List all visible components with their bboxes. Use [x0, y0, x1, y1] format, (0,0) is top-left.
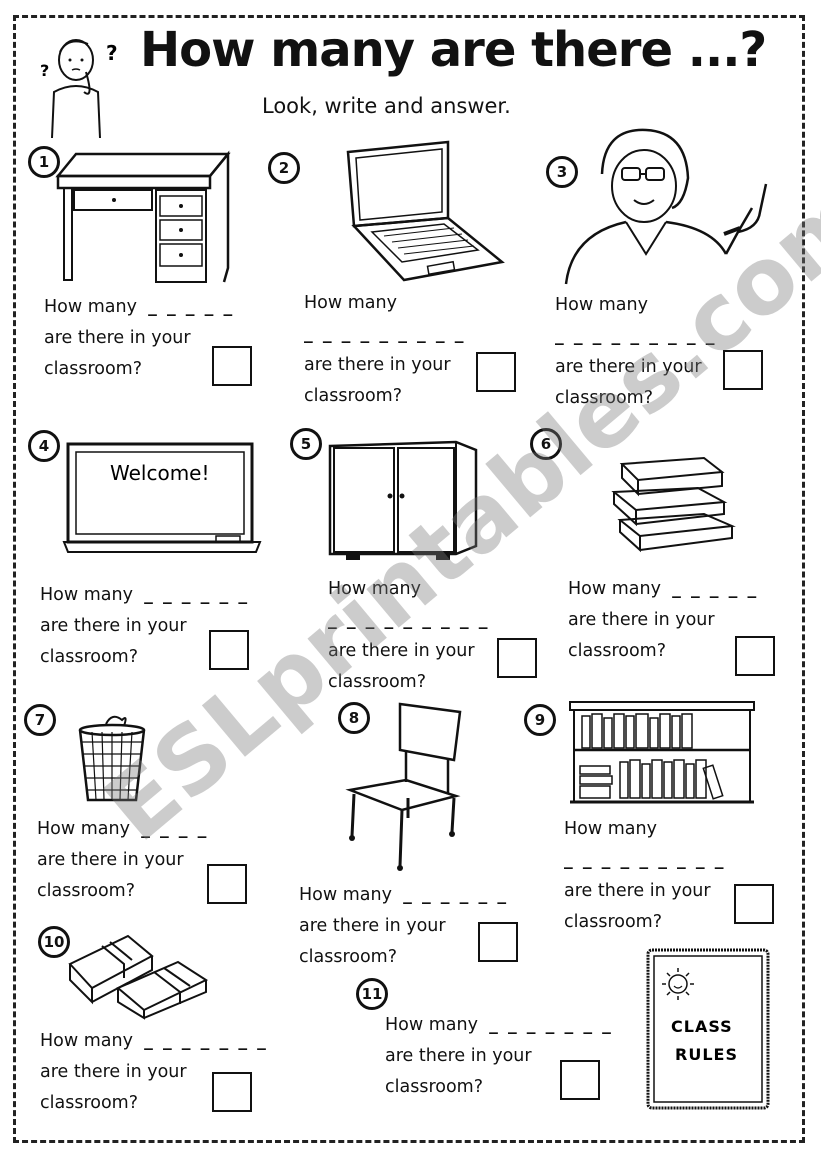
question-3-line1: How many	[555, 295, 648, 315]
answer-blank-5[interactable]: _ _ _ _ _ _ _ _ _	[328, 610, 490, 630]
question-10-line1: How many	[40, 1031, 133, 1051]
question-1-line3: classroom?	[44, 359, 143, 379]
books-icon	[611, 456, 736, 553]
item-number-8: 8	[338, 702, 370, 734]
answer-blank-2[interactable]: _ _ _ _ _ _ _ _ _	[304, 324, 466, 344]
item-number-11: 11	[356, 978, 388, 1010]
bookshelf-icon	[569, 701, 755, 804]
question-3: How many _ _ _ _ _ _ _ _ _ are there in …	[555, 290, 717, 414]
question-11-line1: How many	[385, 1015, 478, 1035]
item-number-2: 2	[268, 152, 300, 184]
question-9-line2: are there in your	[564, 881, 711, 901]
item-number-7: 7	[24, 704, 56, 736]
item-number-10: 10	[38, 926, 70, 958]
svg-text:CLASS: CLASS	[671, 1017, 733, 1036]
question-8-line3: classroom?	[299, 947, 398, 967]
bin-icon	[78, 715, 146, 802]
answer-box-2[interactable]	[476, 352, 516, 392]
question-6-line1: How many	[568, 579, 661, 599]
poster-icon: CLASS RULES	[646, 948, 770, 1110]
board-text: Welcome!	[110, 461, 210, 485]
answer-blank-8[interactable]: _ _ _ _ _ _	[403, 885, 509, 905]
answer-box-11[interactable]	[560, 1060, 600, 1100]
question-7-line3: classroom?	[37, 881, 136, 901]
chair-icon	[345, 702, 462, 871]
worksheet-border	[13, 15, 805, 1143]
question-5-line3: classroom?	[328, 672, 427, 692]
item-number-3: 3	[546, 156, 578, 188]
answer-blank-7[interactable]: _ _ _ _	[141, 819, 209, 839]
answer-blank-1[interactable]: _ _ _ _ _	[148, 297, 235, 317]
item-number-1: 1	[28, 146, 60, 178]
board-icon: Welcome!	[62, 442, 262, 553]
answer-box-7[interactable]	[207, 864, 247, 904]
desk-icon	[55, 150, 231, 283]
question-5: How many _ _ _ _ _ _ _ _ _ are there in …	[328, 574, 490, 698]
question-7: How many _ _ _ _ are there in your class…	[37, 814, 208, 907]
svg-text:RULES: RULES	[675, 1045, 738, 1064]
rubber-icon	[68, 934, 209, 1020]
answer-box-6[interactable]	[735, 636, 775, 676]
question-11: How many _ _ _ _ _ _ _ are there in your…	[385, 1010, 613, 1103]
question-10-line3: classroom?	[40, 1093, 139, 1113]
worksheet-title: How many are there ...?	[140, 22, 767, 78]
item-number-4: 4	[28, 430, 60, 462]
question-2-line3: classroom?	[304, 386, 403, 406]
question-1: How many _ _ _ _ _ are there in your cla…	[44, 292, 234, 385]
question-4: How many _ _ _ _ _ _ are there in your c…	[40, 580, 249, 673]
question-2-line1: How many	[304, 293, 397, 313]
question-6-line3: classroom?	[568, 641, 667, 661]
cupboard-icon	[328, 440, 478, 560]
question-3-line3: classroom?	[555, 388, 654, 408]
answer-blank-6[interactable]: _ _ _ _ _	[672, 579, 759, 599]
question-4-line1: How many	[40, 585, 133, 605]
question-8-line2: are there in your	[299, 916, 446, 936]
thinking-boy-icon: ? ?	[40, 39, 118, 139]
item-number-6: 6	[530, 428, 562, 460]
question-3-line2: are there in your	[555, 357, 702, 377]
question-8-line1: How many	[299, 885, 392, 905]
answer-box-3[interactable]	[723, 350, 763, 390]
question-9-line3: classroom?	[564, 912, 663, 932]
question-2: How many _ _ _ _ _ _ _ _ _ are there in …	[304, 288, 466, 412]
answer-box-5[interactable]	[497, 638, 537, 678]
teacher-icon	[564, 128, 768, 285]
question-11-line2: are there in your	[385, 1046, 532, 1066]
laptop-icon	[346, 140, 505, 282]
answer-blank-11[interactable]: _ _ _ _ _ _ _	[489, 1015, 613, 1035]
question-9: How many _ _ _ _ _ _ _ _ _ are there in …	[564, 814, 726, 938]
question-8: How many _ _ _ _ _ _ are there in your c…	[299, 880, 508, 973]
question-2-line2: are there in your	[304, 355, 451, 375]
answer-box-10[interactable]	[212, 1072, 252, 1112]
svg-text:?: ?	[40, 61, 49, 80]
question-10-line2: are there in your	[40, 1062, 187, 1082]
question-4-line2: are there in your	[40, 616, 187, 636]
answer-blank-3[interactable]: _ _ _ _ _ _ _ _ _	[555, 326, 717, 346]
question-10: How many _ _ _ _ _ _ _ are there in your…	[40, 1026, 268, 1119]
answer-blank-4[interactable]: _ _ _ _ _ _	[144, 585, 250, 605]
answer-box-8[interactable]	[478, 922, 518, 962]
question-5-line1: How many	[328, 579, 421, 599]
question-6-line2: are there in your	[568, 610, 715, 630]
question-7-line2: are there in your	[37, 850, 184, 870]
question-7-line1: How many	[37, 819, 130, 839]
answer-box-4[interactable]	[209, 630, 249, 670]
answer-blank-10[interactable]: _ _ _ _ _ _ _	[144, 1031, 268, 1051]
item-number-9: 9	[524, 704, 556, 736]
question-5-line2: are there in your	[328, 641, 475, 661]
answer-box-1[interactable]	[212, 346, 252, 386]
svg-text:?: ?	[106, 41, 118, 65]
worksheet-subtitle: Look, write and answer.	[262, 94, 511, 118]
question-4-line3: classroom?	[40, 647, 139, 667]
question-6: How many _ _ _ _ _ are there in your cla…	[568, 574, 758, 667]
answer-blank-9[interactable]: _ _ _ _ _ _ _ _ _	[564, 850, 726, 870]
answer-box-9[interactable]	[734, 884, 774, 924]
question-11-line3: classroom?	[385, 1077, 484, 1097]
question-9-line1: How many	[564, 819, 657, 839]
item-number-5: 5	[290, 428, 322, 460]
question-1-line2: are there in your	[44, 328, 191, 348]
question-1-line1: How many	[44, 297, 137, 317]
